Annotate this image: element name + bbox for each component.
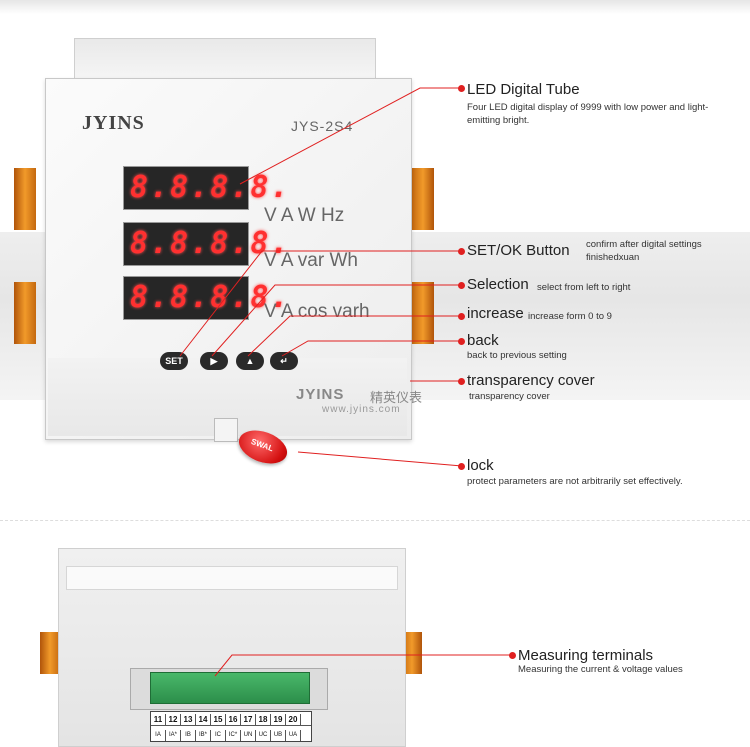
- ann-title-transparency-cover: transparency cover: [467, 372, 595, 389]
- callout-line-increase: [247, 315, 462, 357]
- terminal-number: 11: [151, 714, 166, 725]
- bullet-led: [458, 85, 465, 92]
- led-display-3: 8.8.8.8.: [123, 276, 289, 320]
- terminal-signal-label: UB: [271, 730, 286, 741]
- watermark-url: www.jyins.com: [322, 404, 401, 415]
- callout-line-lock: [297, 451, 463, 467]
- right-arrow-button[interactable]: ▶: [200, 352, 228, 370]
- ann-desc-led-digital-tube: Four LED digital display of 9999 with lo…: [467, 102, 709, 126]
- led-display-1: 8.8.8.8.: [123, 166, 289, 210]
- watermark-brand: JYINS: [296, 386, 345, 403]
- terminal-number: 13: [181, 714, 196, 725]
- housing-rim: [66, 566, 398, 590]
- bullet-lock: [458, 463, 465, 470]
- ann-title-back: back: [467, 332, 499, 349]
- up-arrow-button[interactable]: ▲: [236, 352, 264, 370]
- terminal-signal-label: UC: [256, 730, 271, 741]
- mounting-clip-right-bottom: [412, 282, 434, 344]
- cover-latch: [214, 418, 238, 442]
- led-display-2: 8.8.8.8.: [123, 222, 289, 266]
- brand-logo: JYINS: [82, 112, 145, 134]
- terminal-signal-label: IA: [151, 730, 166, 741]
- mounting-clip-back-left: [40, 632, 60, 674]
- callout-line-terminals: [214, 654, 513, 677]
- callout-line-set: [179, 250, 462, 357]
- model-label: JYS-2S4: [291, 118, 354, 134]
- ann-title-measuring-terminals: Measuring terminals: [518, 647, 654, 664]
- terminal-signal-label: IC*: [226, 730, 241, 741]
- ann-title-set-ok-button: SET/OK Button: [467, 242, 570, 259]
- terminal-number: 20: [286, 714, 301, 725]
- measuring-terminal-connector[interactable]: [150, 672, 310, 704]
- mounting-clip-back-right: [402, 632, 422, 674]
- led-digits-3: 8.8.8.8.: [130, 280, 291, 315]
- ann-title-selection: Selection: [467, 276, 529, 293]
- led-digits-2: 8.8.8.8.: [130, 226, 291, 261]
- bullet-terminals: [509, 652, 516, 659]
- watermark-chinese: 精英仪表: [370, 390, 423, 405]
- top-shadow: [0, 0, 750, 14]
- terminal-signal-label: IA*: [166, 730, 181, 741]
- callout-line-selection: [211, 284, 462, 357]
- mounting-clip-left-top: [14, 168, 36, 230]
- bullet-back: [458, 338, 465, 345]
- ann-desc-lock: protect parameters are not arbitrarily s…: [467, 476, 683, 487]
- ann-desc-set-ok-button: confirm after digital settings finishedx…: [586, 239, 702, 263]
- terminal-number: 17: [241, 714, 256, 725]
- terminal-number: 19: [271, 714, 286, 725]
- set-button[interactable]: SET: [160, 352, 188, 370]
- terminal-signal-label: IB*: [196, 730, 211, 741]
- ann-desc-measuring-terminals: Measuring the current & voltage values: [518, 664, 683, 675]
- ann-desc-transparency-cover: transparency cover: [469, 391, 550, 402]
- terminal-signal-label: IB: [181, 730, 196, 741]
- bullet-set: [458, 248, 465, 255]
- enter-button[interactable]: ↵: [270, 352, 298, 370]
- bullet-cover: [458, 378, 465, 385]
- mounting-clip-left-bottom: [14, 282, 36, 344]
- mounting-clip-right-top: [412, 168, 434, 230]
- terminal-number: 14: [196, 714, 211, 725]
- ann-title-increase: increase: [467, 305, 524, 322]
- ann-desc-selection: select from left to right: [537, 282, 631, 293]
- bullet-selection: [458, 282, 465, 289]
- unit-label-1: V A W Hz: [264, 205, 345, 226]
- unit-label-3: V A cos varh: [264, 301, 370, 322]
- bullet-increase: [458, 313, 465, 320]
- ann-title-lock: lock: [467, 457, 494, 474]
- ann-title-led-digital-tube: LED Digital Tube: [467, 81, 580, 98]
- ann-desc-back: back to previous setting: [467, 350, 567, 361]
- terminal-signal-label: UA: [286, 730, 301, 741]
- terminal-number: 16: [226, 714, 241, 725]
- led-digits-1: 8.8.8.8.: [130, 170, 291, 205]
- callout-line-back: [281, 340, 462, 357]
- callout-line-led: [239, 87, 462, 185]
- ann-desc-increase: increase form 0 to 9: [528, 311, 612, 322]
- section-divider: [0, 520, 750, 522]
- terminal-signal-label: IC: [211, 730, 226, 741]
- terminal-number: 15: [211, 714, 226, 725]
- terminal-number: 12: [166, 714, 181, 725]
- terminal-number: 18: [256, 714, 271, 725]
- unit-label-2: V A var Wh: [264, 250, 358, 271]
- terminal-signal-label: UN: [241, 730, 256, 741]
